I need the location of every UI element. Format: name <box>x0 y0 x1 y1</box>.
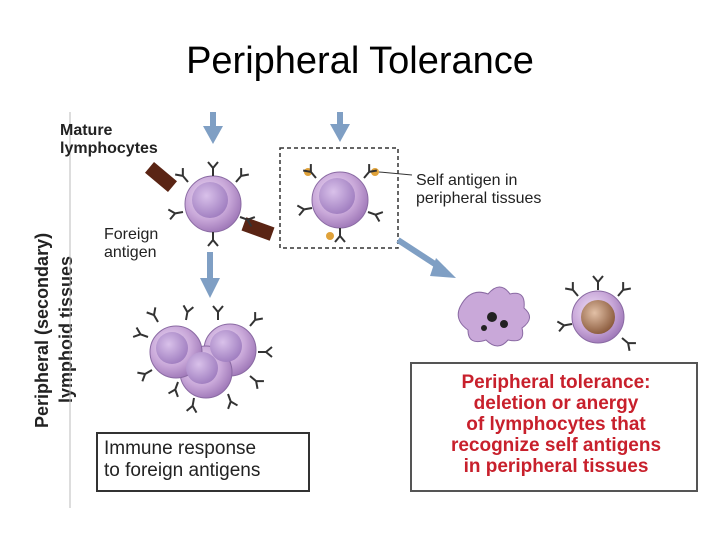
foreign-antigen-line2: antigen <box>104 243 157 261</box>
apoptotic-cell-icon <box>457 286 530 347</box>
arrow-down-icon <box>200 252 220 298</box>
foreign-antigen-icon <box>241 217 275 241</box>
tolerance-line5: in peripheral tissues <box>463 456 649 477</box>
mature-lymphocyte-cell <box>167 161 256 247</box>
mature-lymphocytes-line1: Mature <box>60 122 113 139</box>
self-antigen-label: Self antigen in peripheral tissues <box>416 172 541 207</box>
mature-lymphocytes-label: Mature lymphocytes <box>60 122 158 157</box>
self-antigen-line2: peripheral tissues <box>416 189 542 207</box>
self-antigen-region <box>279 147 399 249</box>
tolerance-line2: deletion or anergy <box>473 393 639 414</box>
foreign-antigen-line1: Foreign <box>104 226 159 243</box>
self-antigen-line1: Self antigen in <box>416 172 518 189</box>
arrow-down-icon <box>330 112 350 142</box>
peripheral-tolerance-box <box>410 362 698 492</box>
immune-response-line1: Immune response <box>104 438 257 459</box>
immune-response-line2: to foreign antigens <box>104 460 261 481</box>
tolerance-line1: Peripheral tolerance: <box>461 372 651 393</box>
side-label-line1: Peripheral (secondary) <box>32 233 52 428</box>
foreign-antigen-label: Foreign antigen <box>104 226 158 261</box>
peripheral-tolerance-text: Peripheral tolerance: deletion or anergy… <box>420 372 692 477</box>
side-label-line2: lymphoid tissues <box>56 256 76 403</box>
self-antigen-icon <box>326 232 334 240</box>
side-label: Peripheral (secondary) lymphoid tissues <box>32 233 76 428</box>
tolerance-line4: recognize self antigens <box>450 435 662 456</box>
proliferating-lymphocyte-cluster <box>132 304 273 414</box>
self-antigen-icon <box>371 168 379 176</box>
page-title: Peripheral Tolerance <box>186 40 534 82</box>
foreign-antigen-icon <box>145 161 177 193</box>
self-antigen-leader <box>378 171 413 176</box>
anergic-lymphocyte-cell <box>556 275 637 352</box>
immune-response-box <box>96 432 310 492</box>
arrow-diagonal-icon <box>396 237 456 278</box>
mature-lymphocyte-cell <box>296 163 384 243</box>
arrow-down-icon <box>203 112 223 144</box>
immune-response-text: Immune response to foreign antigens <box>104 438 260 482</box>
tolerance-line3: of lymphocytes that <box>466 414 646 435</box>
tolerance-diagram <box>69 112 637 508</box>
mature-lymphocytes-line2: lymphocytes <box>60 139 158 157</box>
